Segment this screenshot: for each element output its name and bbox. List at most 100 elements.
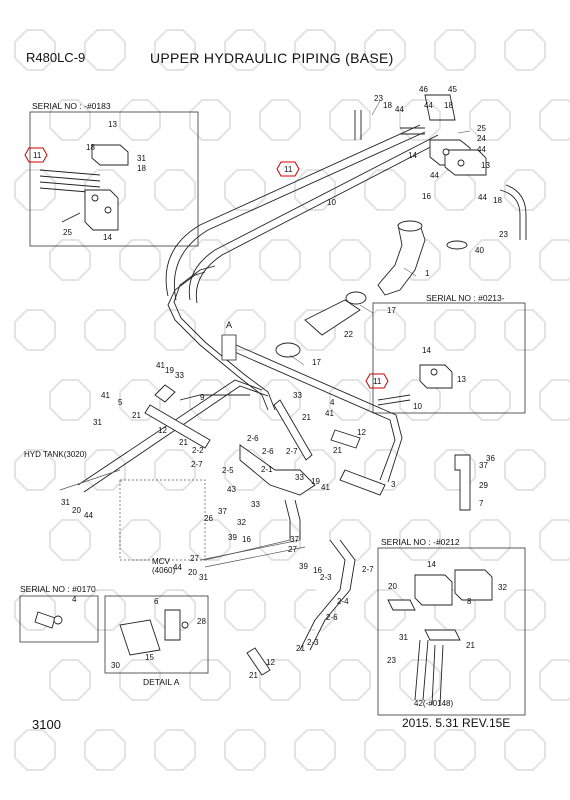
part-number-label: 11 xyxy=(373,377,382,386)
part-number-label: 8 xyxy=(467,597,472,606)
part-number-label: 18 xyxy=(444,101,453,110)
part-number-label: 3 xyxy=(391,480,396,489)
watermark-tile xyxy=(14,169,56,211)
watermark-tile xyxy=(469,379,511,421)
part-number-label: 19 xyxy=(165,366,174,375)
part-number-label: 2-2 xyxy=(192,446,204,455)
hyd-tank-label: HYD TANK(3020) xyxy=(24,450,87,459)
watermark-tile xyxy=(154,169,196,211)
part-number-label: 31 xyxy=(93,418,102,427)
inset-right xyxy=(372,302,526,414)
part-number-label: 45 xyxy=(448,85,457,94)
part-number-label: 37 xyxy=(218,507,227,516)
part-number-label: 37 xyxy=(479,461,488,470)
watermark-tile xyxy=(399,379,441,421)
inset-bottom-right-parts xyxy=(387,569,493,706)
part-number-label: 43 xyxy=(227,485,236,494)
part-number-label: 44 xyxy=(424,101,433,110)
inset-bottom-left-parts xyxy=(34,611,63,629)
part-number-label: 6 xyxy=(154,597,159,606)
highlight-hexagon xyxy=(24,147,48,163)
part-number-label: 19 xyxy=(311,477,320,486)
part-number-label: 32 xyxy=(237,518,246,527)
part-number-label: 44 xyxy=(84,511,93,520)
watermark-tile xyxy=(224,169,266,211)
part-number-label: 33 xyxy=(293,391,302,400)
inset-bottom-right xyxy=(377,547,526,716)
serial-label-top-left: SERIAL NO : -#0183 xyxy=(32,101,111,111)
top-right-pipe xyxy=(354,110,527,250)
part-number-label: 14 xyxy=(427,560,436,569)
watermark-tile xyxy=(539,659,570,701)
watermark-tile xyxy=(504,169,546,211)
part-number-label: 20 xyxy=(388,582,397,591)
part-number-label: 36 xyxy=(486,454,495,463)
long-pipes xyxy=(77,124,443,493)
part-number-label: 2-3 xyxy=(320,573,332,582)
part-number-label: 18 xyxy=(493,196,502,205)
part-number-label: 18 xyxy=(86,143,95,152)
part-number-label: 2-6 xyxy=(262,447,274,456)
part-number-label: 41 xyxy=(101,391,110,400)
watermark-tile xyxy=(154,589,196,631)
inset-bottom-left xyxy=(19,595,99,643)
watermark-tile xyxy=(189,519,231,561)
part-number-label: 25 xyxy=(63,228,72,237)
part-number-label: 14 xyxy=(422,346,431,355)
part-number-label: 33 xyxy=(295,473,304,482)
watermark-tile xyxy=(259,239,301,281)
watermark-tile xyxy=(504,29,546,71)
serial-label-bottom-left: SERIAL NO : #0170 xyxy=(20,584,96,594)
part-number-label: 31 xyxy=(199,573,208,582)
page-title: UPPER HYDRAULIC PIPING (BASE) xyxy=(150,50,394,66)
watermark-tile xyxy=(329,239,371,281)
part-number-label: 44 xyxy=(430,171,439,180)
detail-a-parts xyxy=(119,609,189,656)
part-number-label: 27 xyxy=(190,554,199,563)
part-number-label: 21 xyxy=(132,411,141,420)
part-number-label: 33 xyxy=(251,500,260,509)
watermark-tile xyxy=(224,29,266,71)
watermark-tile xyxy=(84,449,126,491)
part-number-label: 41 xyxy=(156,361,165,370)
part-number-label: 44 xyxy=(395,105,404,114)
watermark-tile xyxy=(49,659,91,701)
part-number-label: 15 xyxy=(145,653,154,662)
part-number-label: 40 xyxy=(475,246,484,255)
part-number-label: 2-7 xyxy=(286,447,298,456)
watermark-tile xyxy=(504,309,546,351)
part-number-label: 39 xyxy=(299,562,308,571)
part-number-label: 41 xyxy=(321,483,330,492)
serial-note-label: 42(-#0148) xyxy=(414,699,454,708)
watermark-tile xyxy=(84,309,126,351)
mcv-and-lines xyxy=(59,469,306,568)
part-number-label: 30 xyxy=(111,661,120,670)
watermark-tile xyxy=(294,729,336,771)
watermark-tile xyxy=(364,589,406,631)
watermark-tile xyxy=(154,29,196,71)
watermark-tile xyxy=(539,239,570,281)
watermark-tile xyxy=(294,589,336,631)
watermark-tile xyxy=(294,169,336,211)
watermark-tile xyxy=(364,29,406,71)
part-number-label: 1 xyxy=(425,269,430,278)
part-number-label: 39 xyxy=(228,533,237,542)
detail-a-label: DETAIL A xyxy=(143,677,180,687)
part-number-label: 22 xyxy=(344,330,353,339)
part-number-label: 2-1 xyxy=(261,465,273,474)
part-number-label: 23 xyxy=(499,230,508,239)
watermark-tile xyxy=(364,729,406,771)
watermark-tile xyxy=(84,589,126,631)
part-number-label: 31 xyxy=(137,154,146,163)
watermark-tile xyxy=(49,99,91,141)
part-number-label: 31 xyxy=(399,633,408,642)
mcv-label: MCV (4060) xyxy=(152,557,176,575)
serial-label-bottom-right: SERIAL NO : -#0212 xyxy=(381,537,460,547)
watermark-tile xyxy=(84,29,126,71)
watermark-tile xyxy=(259,99,301,141)
part-number-label: 44 xyxy=(477,145,486,154)
watermark-tile xyxy=(259,379,301,421)
watermark-tile xyxy=(224,729,266,771)
part-number-label: 28 xyxy=(197,617,206,626)
